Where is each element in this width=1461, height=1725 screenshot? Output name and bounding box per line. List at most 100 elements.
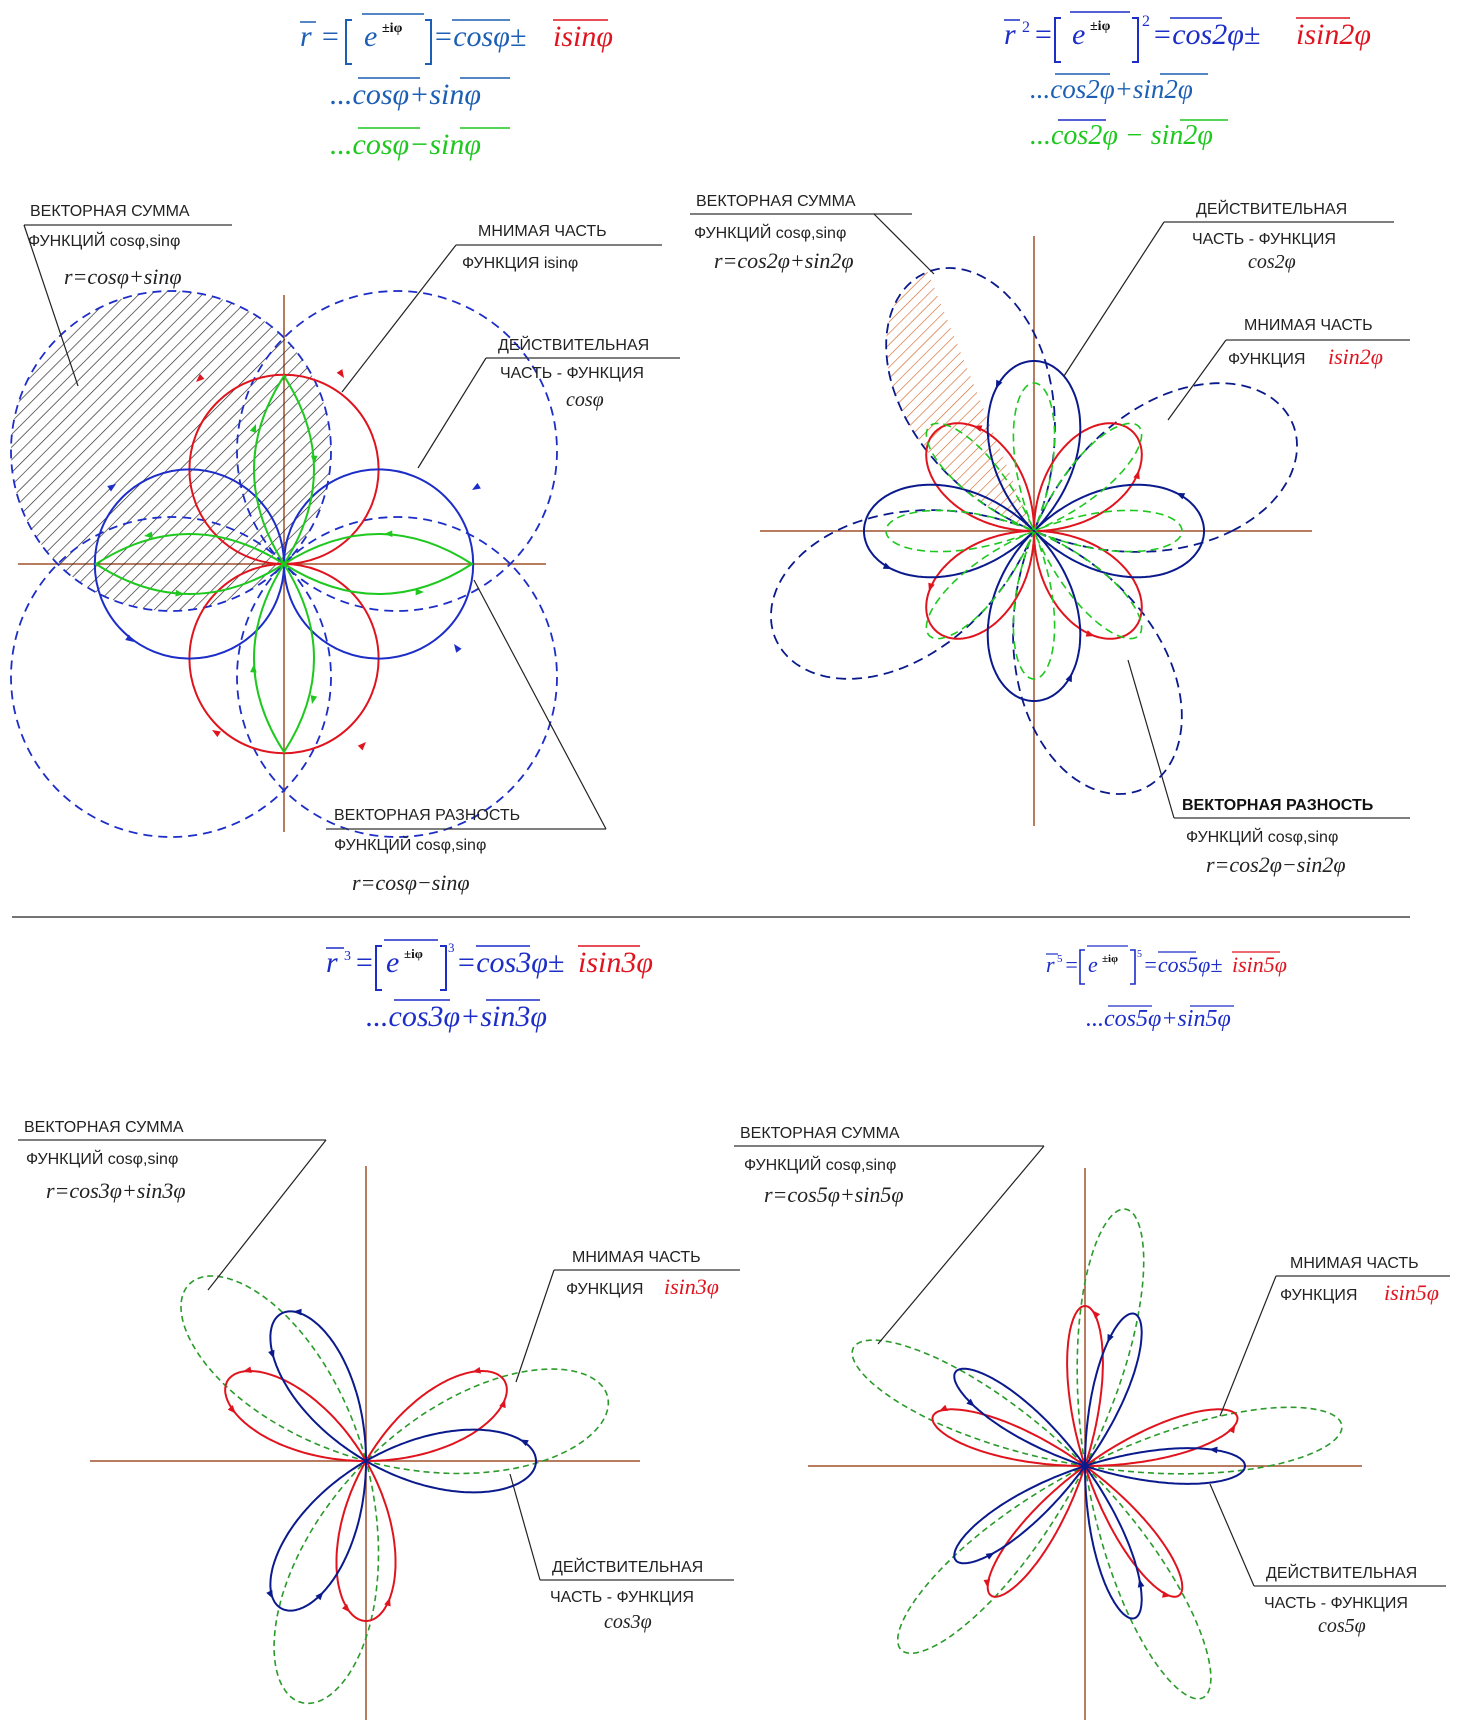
p2-imag-func: ФУНКЦИЯ [1228, 351, 1305, 368]
p1-diff-func: ФУНКЦИЙ cosφ,sinφ [334, 835, 486, 854]
p3-sum-eq: r=cos3φ+sin3φ [46, 1178, 186, 1203]
p2-label-sum: ВЕКТОРНАЯ СУММА ФУНКЦИЙ cosφ,sinφ r=cos2… [690, 193, 935, 275]
svg-text:=: = [1033, 18, 1053, 51]
p2-label-diff: ВЕКТОРНАЯ РАЗНОСТЬ ФУНКЦИЙ cosφ,sinφ r=c… [1127, 659, 1410, 877]
p1-arrow-5 [175, 589, 184, 597]
formula-block-3: r 3 = e ±iφ 3 =cos3φ± isin3φ ...cos3φ+si… [326, 939, 653, 1033]
formula-block-4: r 5 = e ±iφ 5 =cos5φ± isin5φ ...cos5φ+si… [1046, 945, 1287, 1032]
p4-red-arrow-4 [1162, 1591, 1171, 1598]
formula-4-exp: e [1088, 952, 1098, 977]
p3-green-dashed-rose [180, 1275, 610, 1705]
formula-4-bpow: 5 [1137, 949, 1142, 960]
p1-dashed-circle-1 [236, 290, 558, 612]
p3-blue-arrow-0 [519, 1439, 529, 1447]
p4-red-arrow-1 [1091, 1310, 1101, 1319]
p3-red-arrow-0 [499, 1399, 506, 1409]
p1-real-func: ЧАСТЬ - ФУНКЦИЯ [500, 365, 644, 382]
p2-sum-func: ФУНКЦИЙ cosφ,sinφ [694, 223, 846, 242]
p2-dashed-outer-rose [770, 267, 1298, 795]
p2-hatch-sum-region [886, 271, 1034, 531]
p4-blue-arrow-2 [966, 1398, 975, 1407]
p4-red-rose [931, 1305, 1239, 1598]
p4-imag-title: МНИМАЯ ЧАСТЬ [1290, 1255, 1419, 1272]
p2-diff-eq: r=cos2φ−sin2φ [1206, 852, 1346, 877]
formula-4-rhs-cos: =cos5φ± [1143, 952, 1222, 977]
p1-arrow-10 [357, 742, 366, 751]
p4-blue-arrow-0 [1208, 1446, 1218, 1454]
p1-arrow-4 [144, 531, 153, 539]
panel-1 [10, 290, 558, 838]
p4-red-arrow-3 [983, 1579, 991, 1588]
formula-block-2: r 2 = e ±iφ 2 =cos2φ± isin2φ ...cos2φ+si… [1004, 11, 1371, 151]
formula-2-diff: ...cos2φ − sin2φ [1030, 120, 1213, 151]
p3-blue-arrow-2 [268, 1349, 275, 1359]
p1-arrow-13 [125, 634, 134, 642]
p3-real-func: ЧАСТЬ - ФУНКЦИЯ [550, 1589, 694, 1606]
formula-2-sum: ...cos2φ+sin2φ [1030, 74, 1193, 104]
formula-1-exp: e [364, 20, 377, 53]
p3-blue-arrow-4 [315, 1591, 324, 1601]
formula-4-pow: 5 [1057, 953, 1063, 965]
p2-real-title: ДЕЙСТВИТЕЛЬНАЯ [1196, 199, 1347, 218]
p1-arrow-14 [454, 644, 462, 653]
p3-red-arrow-5 [384, 1597, 391, 1607]
p1-real-eq: cosφ [566, 389, 604, 411]
formula-3-pow: 3 [344, 949, 351, 964]
svg-text:=: = [1064, 952, 1079, 977]
p2-imag-eq: isin2φ [1328, 344, 1383, 369]
p1-arrow-8 [336, 369, 344, 378]
p1-label-diff: ВЕКТОРНАЯ РАЗНОСТЬ ФУНКЦИЙ cosφ,sinφ r=c… [326, 579, 607, 895]
p1-arrow-11 [196, 373, 205, 382]
p4-red-arrow-2 [938, 1404, 948, 1412]
p3-red-arrow-1 [472, 1366, 482, 1374]
formula-3-exp: e [386, 946, 399, 979]
p1-arrow-2 [310, 695, 318, 704]
p3-red-rose [224, 1370, 508, 1622]
p2-label-imag: МНИМАЯ ЧАСТЬ ФУНКЦИЯ isin2φ [1167, 317, 1410, 421]
p1-arrow-1 [310, 455, 318, 464]
p1-dashed-circle-3 [236, 516, 558, 838]
p3-imag-eq: isin3φ [664, 1274, 719, 1299]
p1-curves [10, 290, 558, 838]
formula-1-head: r = e ±iφ =cosφ± isinφ [300, 13, 613, 65]
p1-diff-title: ВЕКТОРНАЯ РАЗНОСТЬ [334, 807, 520, 824]
formula-block-1: r = e ±iφ =cosφ± isinφ ...cosφ+sinφ ...c… [300, 13, 613, 161]
p2-sum-eq: r=cos2φ+sin2φ [714, 248, 854, 273]
p3-real-title: ДЕЙСТВИТЕЛЬНАЯ [552, 1557, 703, 1576]
p1-dashed-circle-0 [10, 290, 332, 612]
p1-label-real: ДЕЙСТВИТЕЛЬНАЯ ЧАСТЬ - ФУНКЦИЯ cosφ [417, 335, 680, 469]
panel-3 [90, 1166, 640, 1720]
p2-blue-rose [863, 360, 1205, 702]
p4-imag-eq: isin5φ [1384, 1280, 1439, 1305]
p2-diff-title: ВЕКТОРНАЯ РАЗНОСТЬ [1182, 797, 1373, 814]
p2-real-eq: cos2φ [1248, 251, 1296, 273]
formula-1-r: r [300, 20, 312, 53]
p4-sum-title: ВЕКТОРНАЯ СУММА [740, 1125, 900, 1142]
formula-1-sum: ...cosφ+sinφ [330, 78, 481, 111]
p3-curves [180, 1275, 610, 1705]
p1-imag-title: МНИМАЯ ЧАСТЬ [478, 223, 607, 240]
p2-green-dashed-rose [885, 382, 1183, 680]
p4-label-imag: МНИМАЯ ЧАСТЬ ФУНКЦИЯ isin5φ [1219, 1255, 1450, 1417]
formula-3-bpow: 3 [448, 940, 455, 955]
formula-1-diff: ...cosφ−sinφ [330, 128, 481, 161]
p4-blue-arrow-3 [985, 1552, 995, 1560]
p2-red-arrow-2 [928, 582, 935, 592]
p4-red-arrow-0 [1228, 1424, 1236, 1434]
p3-blue-arrow-3 [266, 1589, 274, 1599]
p2-blue-arrow-0 [1176, 492, 1186, 500]
p3-label-imag: МНИМАЯ ЧАСТЬ ФУНКЦИЯ isin3φ [515, 1249, 740, 1383]
p3-blue-rose [269, 1310, 537, 1612]
p4-real-eq: cos5φ [1318, 1615, 1366, 1637]
p4-blue-arrow-4 [1137, 1578, 1145, 1588]
formula-2-sup: ±iφ [1090, 19, 1111, 34]
formula-3-r: r [326, 946, 338, 979]
p4-blue-rose [953, 1312, 1246, 1620]
p1-dashed-circle-2 [10, 516, 332, 838]
p2-diff-func: ФУНКЦИЙ cosφ,sinφ [1186, 827, 1338, 846]
p3-label-real: ДЕЙСТВИТЕЛЬНАЯ ЧАСТЬ - ФУНКЦИЯ cos3φ [509, 1473, 734, 1633]
formula-3-rhs-sin: isin3φ [578, 946, 653, 979]
p3-label-sum: ВЕКТОРНАЯ СУММА ФУНКЦИЙ cosφ,sinφ r=cos3… [18, 1119, 327, 1291]
formula-1-rhs-cos: =cosφ± [433, 20, 526, 53]
p1-hatch-sum-region [11, 291, 331, 611]
